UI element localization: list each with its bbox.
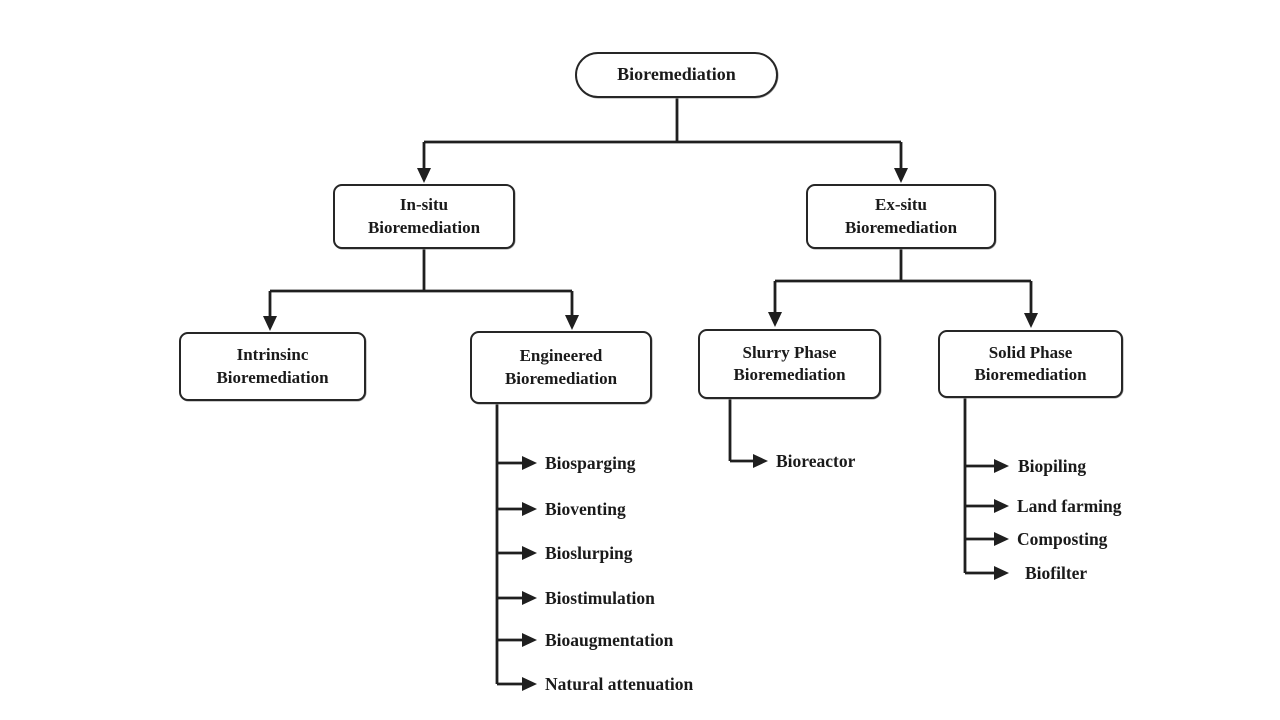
leaf-natural-attenuation: Natural attenuation	[545, 674, 694, 694]
arrowhead-to-engineered	[565, 315, 579, 330]
node-engineered-label: Engineered Bioremediation	[504, 346, 618, 388]
arrowhead-to-exsitu	[894, 168, 908, 183]
arrowhead-bioreactor	[753, 454, 768, 468]
arrowhead-composting	[994, 532, 1009, 546]
node-bioremediation-label: Bioremediation	[617, 64, 736, 85]
node-exsitu-bioremediation: Ex-situ Bioremediation	[806, 184, 996, 249]
node-insitu-label: In-situ Bioremediation	[367, 195, 481, 237]
arrowhead-to-solid	[1024, 313, 1038, 328]
arrowhead-biofilter	[994, 566, 1009, 580]
leaf-biofilter: Biofilter	[1025, 563, 1088, 583]
arrowhead-natural-attenuation	[522, 677, 537, 691]
leaf-land-farming: Land farming	[1017, 496, 1122, 516]
arrowhead-to-intrinsic	[263, 316, 277, 331]
leaf-bioaugmentation: Bioaugmentation	[545, 630, 674, 650]
node-solid-phase-bioremediation: Solid Phase Bioremediation	[938, 330, 1123, 398]
arrowhead-to-insitu	[417, 168, 431, 183]
arrowhead-bioaugmentation	[522, 633, 537, 647]
node-intrinsic-bioremediation: Intrinsinc Bioremediation	[179, 332, 366, 401]
leaf-biosparging: Biosparging	[545, 453, 636, 473]
leaf-bioslurping: Bioslurping	[545, 543, 633, 563]
node-exsitu-label: Ex-situ Bioremediation	[844, 195, 958, 237]
arrowhead-biopiling	[994, 459, 1009, 473]
arrowhead-biostimulation	[522, 591, 537, 605]
arrowhead-bioslurping	[522, 546, 537, 560]
leaf-composting: Composting	[1017, 529, 1108, 549]
node-slurry-label: Slurry Phase Bioremediation	[733, 342, 846, 384]
arrowhead-bioventing	[522, 502, 537, 516]
leaf-biostimulation: Biostimulation	[545, 588, 655, 608]
arrowhead-to-slurry	[768, 312, 782, 327]
arrowhead-biosparging	[522, 456, 537, 470]
leaf-bioreactor: Bioreactor	[776, 451, 856, 471]
node-solid-label: Solid Phase Bioremediation	[974, 342, 1087, 384]
node-bioremediation: Bioremediation	[575, 52, 778, 98]
leaf-bioventing: Bioventing	[545, 499, 626, 519]
arrowhead-land-farming	[994, 499, 1009, 513]
node-intrinsic-label: Intrinsinc Bioremediation	[216, 345, 329, 387]
node-insitu-bioremediation: In-situ Bioremediation	[333, 184, 515, 249]
node-slurry-phase-bioremediation: Slurry Phase Bioremediation	[698, 329, 881, 399]
leaf-biopiling: Biopiling	[1018, 456, 1087, 476]
node-engineered-bioremediation: Engineered Bioremediation	[470, 331, 652, 404]
